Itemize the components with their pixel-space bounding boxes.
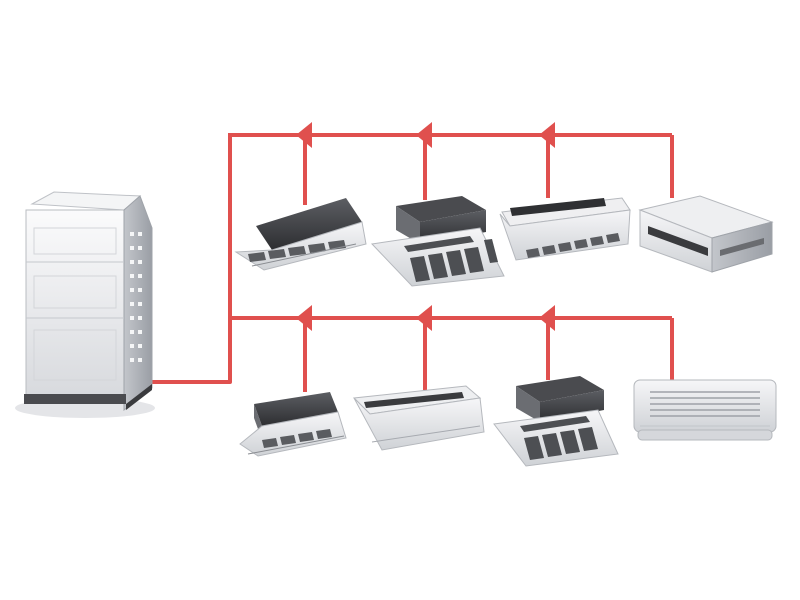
outdoor-condenser-unit-icon xyxy=(15,191,155,418)
lower-unit-2-ceiling-suspended-icon xyxy=(352,385,485,451)
flow-arrows xyxy=(296,122,555,331)
flow-arrow-icon xyxy=(539,305,555,331)
flow-arrow-icon xyxy=(296,305,312,331)
upper-unit-1-ceiling-cassette-icon xyxy=(234,198,367,271)
flow-arrow-icon xyxy=(539,122,555,148)
flow-arrow-icon xyxy=(296,122,312,148)
main-trunk-pipe xyxy=(150,135,232,384)
upper-unit-2-four-way-cassette-icon xyxy=(370,196,505,287)
lower-unit-4-wall-mounted-icon xyxy=(633,379,777,441)
flow-arrow-icon xyxy=(416,305,432,331)
upper-unit-4-ducted-icon xyxy=(638,195,774,273)
lower-unit-3-four-way-cassette-icon xyxy=(493,376,619,467)
lower-unit-1-ceiling-cassette-icon xyxy=(239,392,347,457)
flow-arrow-icon xyxy=(416,122,432,148)
upper-unit-3-ceiling-suspended-icon xyxy=(499,197,631,261)
